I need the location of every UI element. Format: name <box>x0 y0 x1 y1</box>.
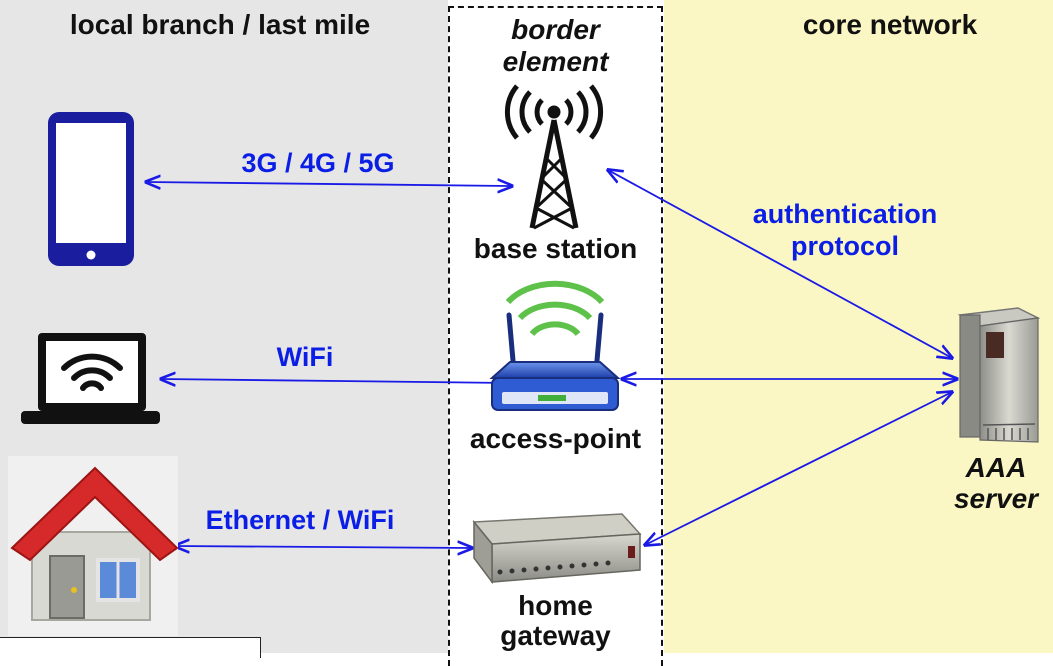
cellular-link-label: 3G / 4G / 5G <box>241 148 395 178</box>
aaa-server-label-line2: server <box>953 483 1039 514</box>
home-gateway-label-line1: home <box>518 590 593 621</box>
home-gateway-label-line2: gateway <box>500 620 611 651</box>
laptop-wifi-icon <box>21 333 160 424</box>
house-icon <box>8 456 179 636</box>
access-point-label: access-point <box>469 423 642 454</box>
cellular-link-arrow <box>146 182 512 186</box>
smartphone-icon <box>48 112 134 266</box>
wifi-link-arrow <box>161 379 512 383</box>
wifi-link-label: WiFi <box>276 342 334 372</box>
auth-base-station-arrow <box>608 170 952 358</box>
ethernet-link-arrow <box>175 546 472 548</box>
local-branch-title: local branch / last mile <box>69 9 371 40</box>
access-point-icon <box>489 280 621 411</box>
home-gateway-icon <box>472 513 642 585</box>
arrows <box>146 170 957 548</box>
border-element-title-line1: border <box>511 14 600 45</box>
aaa-server-icon <box>957 307 1041 443</box>
border-element-title-line2: element <box>502 46 609 77</box>
auth-protocol-label-line1: authentication <box>752 199 938 229</box>
auth-protocol-label-line2: protocol <box>791 231 899 261</box>
auth-gateway-arrow <box>645 392 952 545</box>
aaa-server-label-line1: AAA <box>965 452 1027 483</box>
base-station-label: base station <box>473 233 638 264</box>
base-station-icon <box>504 84 604 230</box>
caption-box <box>0 637 261 658</box>
core-network-title: core network <box>802 9 978 40</box>
ethernet-link-label: Ethernet / WiFi <box>205 505 395 535</box>
